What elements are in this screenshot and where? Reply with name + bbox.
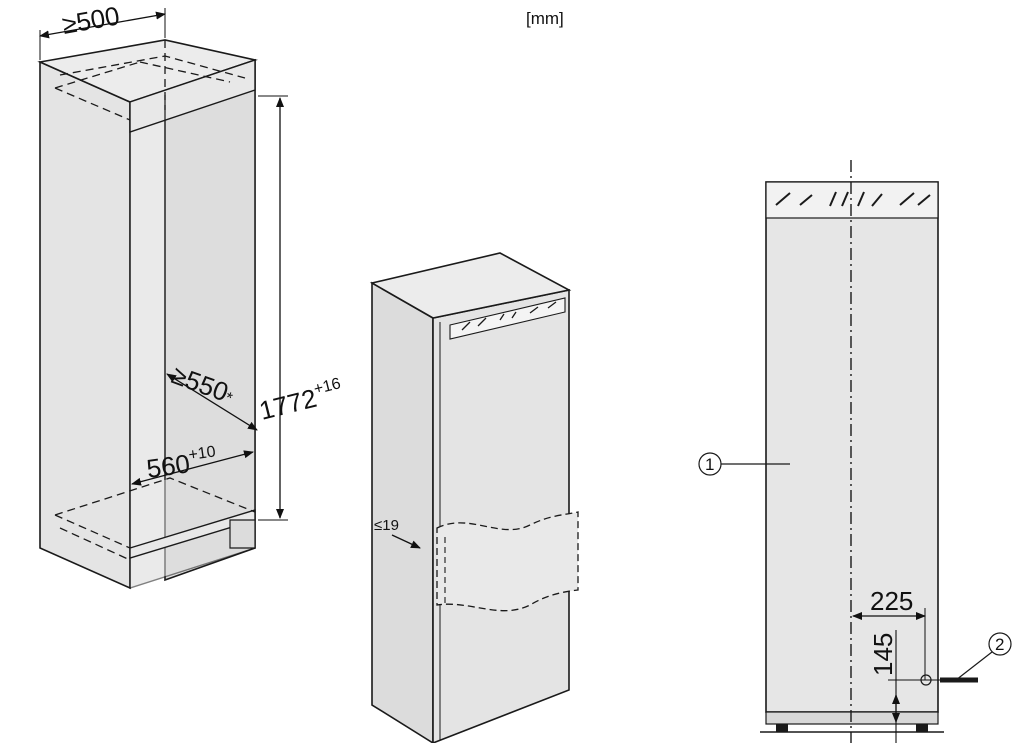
horizontal-offset-label: 225 <box>870 586 913 616</box>
callout-1: 1 <box>705 455 714 474</box>
svg-text:560+10: 560+10 <box>145 443 219 484</box>
appliance-front-panel <box>765 181 939 713</box>
front-view-drawing: 225 145 1 2 <box>698 160 1012 743</box>
appliance-top <box>369 252 572 319</box>
niche-inner-depth-note: * <box>223 390 235 408</box>
vertical-offset-label: 145 <box>868 633 898 676</box>
callout-2: 2 <box>995 635 1004 654</box>
units-label: [mm] <box>526 9 564 28</box>
appliance-drawing: ≤19 <box>369 252 579 745</box>
niche-width-tolerance: +10 <box>187 443 216 464</box>
niche-height-tolerance: +16 <box>312 375 343 398</box>
appliance-front <box>432 289 570 745</box>
appliance-side <box>371 281 434 745</box>
niche-depth-label: ≥500 <box>60 0 122 40</box>
niche-left-panel <box>39 60 131 590</box>
niche-height-label: 1772 <box>256 383 319 426</box>
outlet-marker <box>920 674 932 686</box>
niche-drawing: ≥500 ≥550* 560+10 1772+16 <box>37 0 346 590</box>
door-gap-label: ≤19 <box>374 517 399 534</box>
niche-width-label: 560 <box>145 448 192 484</box>
svg-text:1772+16: 1772+16 <box>256 375 346 426</box>
furniture-door-panel <box>436 511 579 612</box>
